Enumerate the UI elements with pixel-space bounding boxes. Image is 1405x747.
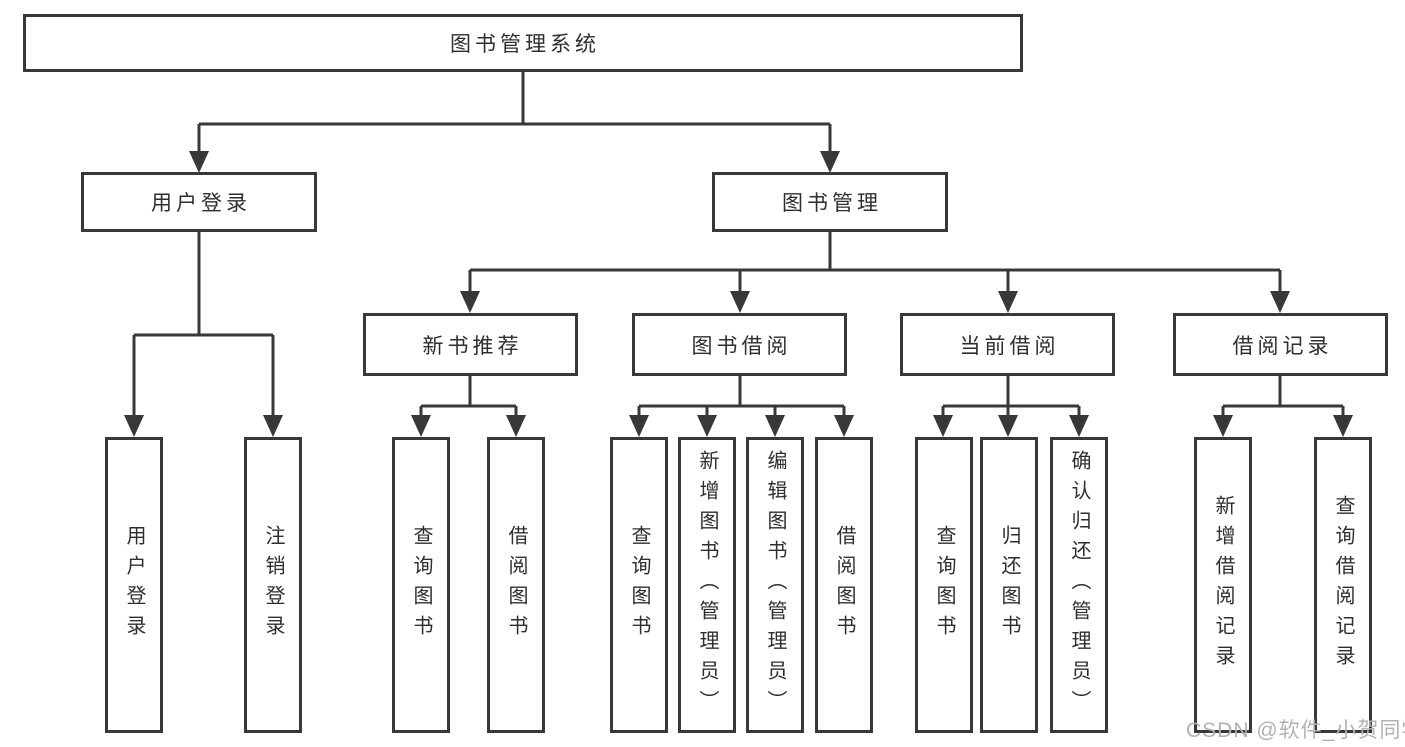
leaf-borrow-books-recommend: 借阅图书 (487, 437, 545, 733)
node-book-management-label: 图书管理 (782, 192, 882, 215)
leaf-query-books-recommend: 查询图书 (392, 437, 450, 733)
node-new-book-recommendation-label: 新书推荐 (422, 334, 523, 358)
leaf-add-borrow-record: 新增借阅记录 (1194, 437, 1252, 733)
leaf-edit-book-admin-label: 编辑图书（管理员） (764, 450, 786, 720)
leaf-add-book-admin: 新增图书（管理员） (678, 437, 736, 733)
csdn-watermark: CSDN @软件_小贺同学 (1186, 719, 1405, 742)
node-book-borrowing-label: 图书借阅 (691, 334, 792, 358)
leaf-query-borrow-record: 查询借阅记录 (1314, 437, 1372, 733)
leaf-logout-label: 注销登录 (262, 525, 284, 645)
leaf-return-book: 归还图书 (980, 437, 1038, 733)
leaf-query-books-recommend-label: 查询图书 (410, 525, 432, 645)
leaf-borrow-books-borrowing: 借阅图书 (815, 437, 873, 733)
node-root-label: 图书管理系统 (450, 33, 600, 56)
leaf-borrow-books-borrowing-label: 借阅图书 (833, 525, 855, 645)
node-new-book-recommendation: 新书推荐 (363, 313, 578, 376)
leaf-borrow-books-recommend-label: 借阅图书 (505, 525, 527, 645)
node-user-login: 用户登录 (81, 172, 317, 232)
leaf-confirm-return-admin: 确认归还（管理员） (1050, 437, 1108, 733)
node-borrowing-records: 借阅记录 (1173, 313, 1388, 376)
leaf-add-book-admin-label: 新增图书（管理员） (696, 450, 718, 720)
node-borrowing-records-label: 借阅记录 (1232, 334, 1333, 358)
node-current-borrowing-label: 当前借阅 (959, 334, 1060, 358)
leaf-add-borrow-record-label: 新增借阅记录 (1212, 495, 1234, 675)
node-user-login-label: 用户登录 (151, 192, 251, 215)
node-root: 图书管理系统 (23, 14, 1023, 72)
arrowheads (124, 151, 1353, 437)
leaf-user-login-label: 用户登录 (123, 525, 145, 645)
leaf-user-login: 用户登录 (105, 437, 163, 733)
leaf-edit-book-admin: 编辑图书（管理员） (746, 437, 804, 733)
leaf-return-book-label: 归还图书 (998, 525, 1020, 645)
node-current-borrowing: 当前借阅 (900, 313, 1115, 376)
leaf-logout: 注销登录 (244, 437, 302, 733)
leaf-query-books-borrowing-label: 查询图书 (628, 525, 650, 645)
node-book-borrowing: 图书借阅 (632, 313, 847, 376)
leaf-confirm-return-admin-label: 确认归还（管理员） (1068, 450, 1090, 720)
node-book-management: 图书管理 (712, 172, 948, 232)
leaf-query-books-borrowing: 查询图书 (610, 437, 668, 733)
leaf-query-books-current-label: 查询图书 (933, 525, 955, 645)
leaf-query-borrow-record-label: 查询借阅记录 (1332, 495, 1354, 675)
leaf-query-books-current: 查询图书 (915, 437, 973, 733)
